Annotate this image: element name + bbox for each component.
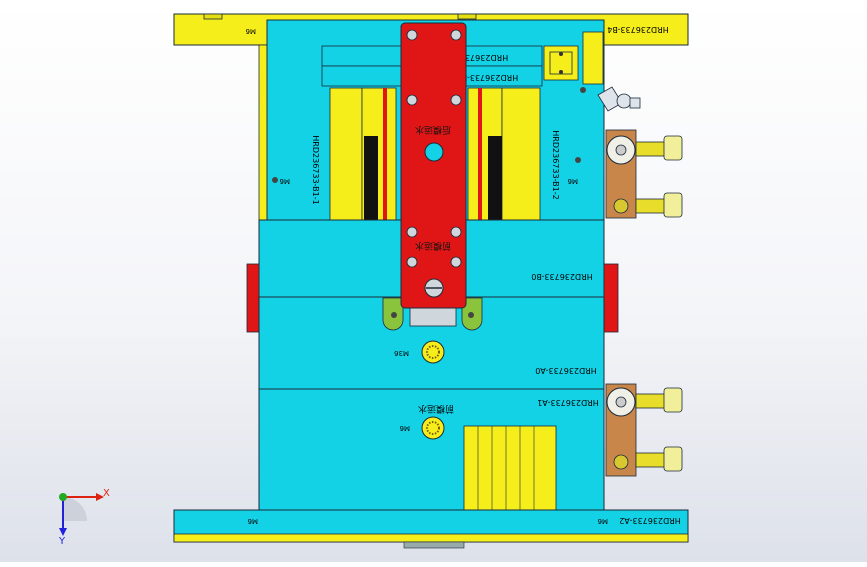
thread-label-m6: M6 xyxy=(279,177,290,185)
sprue-bushing-icon xyxy=(421,340,445,364)
axis-label-y: Y xyxy=(58,536,66,547)
plate-label-b0: HRD236733-B0 xyxy=(531,272,592,281)
cjk-label-mid: 前模运水 xyxy=(415,240,451,252)
right-red-block xyxy=(603,263,619,333)
left-red-block xyxy=(246,263,260,333)
red-slide-bar[interactable]: 后模运水 前模运水 xyxy=(400,22,467,309)
axis-triad[interactable]: X Y xyxy=(58,488,110,547)
sprue-bushing-icon xyxy=(421,416,445,440)
plate-label-b1-2: HRD236733-B1-2 xyxy=(551,130,560,199)
thread-label-m6: M6 xyxy=(567,177,578,185)
thread-label-m36: M36 xyxy=(394,349,409,357)
hydraulic-cylinder-lower[interactable] xyxy=(605,383,683,477)
plate-label-b3: HRD236733-B xyxy=(452,53,508,62)
cjk-label-upper: 后模运水 xyxy=(415,124,451,136)
plate-a1[interactable]: HRD236733-A1 前模运水 M6 xyxy=(258,388,605,511)
plate-label-b3b: HRD236733-B xyxy=(462,73,518,82)
plate-label-a0: HRD236733-A0 xyxy=(535,366,597,375)
plate-label-b4: HRD236733-B4 xyxy=(607,25,668,34)
thread-label-m6: M6 xyxy=(399,424,410,432)
plate-label-a1: HRD236733-A1 xyxy=(537,398,599,407)
plate-label-a2: HRD236733-A2 xyxy=(619,516,681,525)
cjk-label-lower: 前模运水 xyxy=(418,403,454,415)
plate-label-b1-1: HRD236733-B1-1 xyxy=(311,135,320,204)
plate-a2[interactable]: HRD236733-A2 M6 M6 xyxy=(173,509,689,549)
thread-label-m6: M6 xyxy=(245,27,256,35)
thread-label-m6: M6 xyxy=(247,517,258,525)
limit-switch-assembly[interactable] xyxy=(543,31,641,112)
hydraulic-cylinder-upper[interactable] xyxy=(605,129,683,219)
thread-label-m6: M6 xyxy=(597,517,608,525)
axis-label-x: X xyxy=(103,488,110,499)
plate-a0[interactable]: HRD236733-A0 M36 xyxy=(258,296,605,390)
